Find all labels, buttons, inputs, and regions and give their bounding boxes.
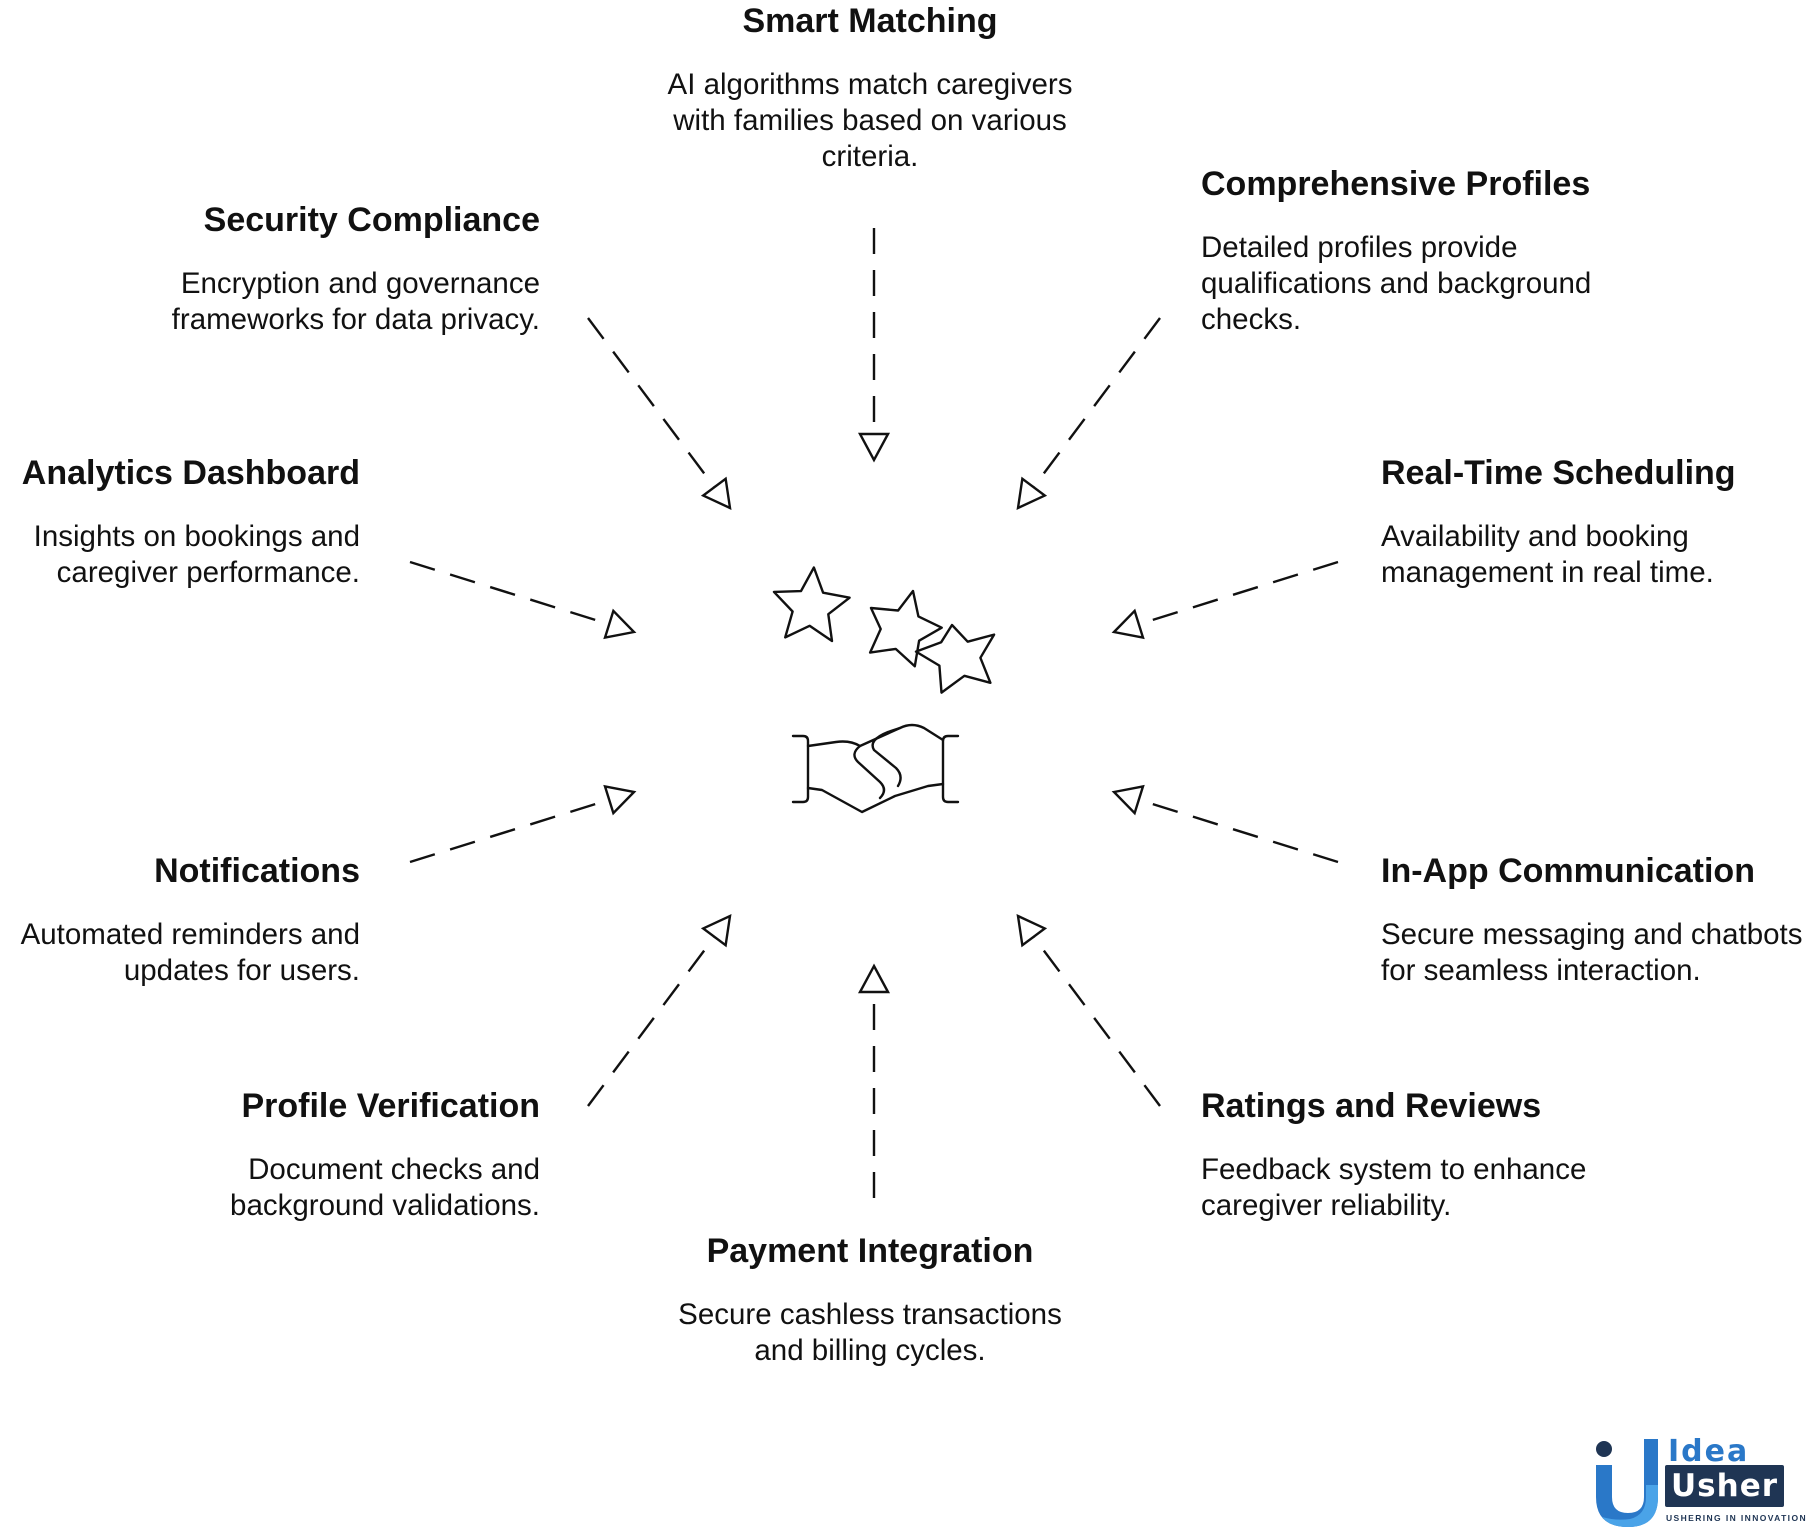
feature-title: In-App Communication <box>1381 852 1755 890</box>
arrow-shaft <box>409 798 610 864</box>
arrowhead <box>1111 608 1145 640</box>
arrowhead <box>857 432 891 463</box>
arrows-layer <box>409 228 1339 1198</box>
arrow-comprehensive-profiles <box>1016 317 1161 511</box>
arrowhead <box>603 608 637 640</box>
feature-title: Security Compliance <box>203 201 540 239</box>
feature-profile-verification: Profile Verification Document checks and… <box>110 1085 540 1224</box>
feature-ratings-and-reviews: Ratings and Reviews Feedback system to e… <box>1201 1085 1631 1224</box>
arrow-shaft <box>587 936 716 1107</box>
arrowhead <box>1111 784 1145 816</box>
feature-title: Payment Integration <box>706 1232 1034 1270</box>
star-icon <box>772 566 851 643</box>
feature-title: Profile Verification <box>241 1087 540 1125</box>
feature-title: Notifications <box>154 852 360 890</box>
center-icon <box>772 566 996 814</box>
arrow-shaft <box>1138 798 1339 864</box>
handshake-icon <box>791 723 960 814</box>
arrowhead <box>700 913 732 948</box>
logo-word-idea: Idea <box>1668 1434 1750 1469</box>
idea-usher-logo: Idea Usher USHERING IN INNOVATION <box>1588 1434 1808 1529</box>
feature-description: AI algorithms match caregivers with fami… <box>667 68 1073 173</box>
feature-description: Secure messaging and chatbots for seamle… <box>1381 918 1803 987</box>
feature-description: Feedback system to enhance caregiver rel… <box>1201 1153 1587 1222</box>
feature-real-time-scheduling: Real-Time Scheduling Availability and bo… <box>1381 452 1801 591</box>
logo-mark-icon <box>1596 1439 1658 1527</box>
arrow-shaft <box>587 317 716 488</box>
arrow-payment-integration <box>857 963 891 1198</box>
feature-in-app-communication: In-App Communication Secure messaging an… <box>1381 850 1811 989</box>
arrowhead <box>1016 913 1048 948</box>
feature-description: Availability and booking management in r… <box>1381 520 1714 589</box>
arrow-analytics-dashboard <box>409 560 637 640</box>
arrowhead <box>1016 476 1048 511</box>
feature-title: Comprehensive Profiles <box>1201 165 1591 203</box>
feature-title: Smart Matching <box>742 2 998 40</box>
feature-security-compliance: Security Compliance Encryption and gover… <box>110 199 540 338</box>
arrow-shaft <box>1032 317 1161 488</box>
arrow-notifications <box>409 784 637 864</box>
feature-description: Detailed profiles provide qualifications… <box>1201 231 1592 336</box>
arrow-profile-verification <box>587 913 732 1107</box>
feature-comprehensive-profiles: Comprehensive Profiles Detailed profiles… <box>1201 163 1631 338</box>
star-icon <box>868 589 943 668</box>
feature-payment-integration: Payment Integration Secure cashless tran… <box>655 1230 1085 1369</box>
feature-notifications: Notifications Automated reminders and up… <box>0 850 360 989</box>
logo-word-usher: Usher <box>1665 1465 1785 1507</box>
feature-smart-matching: Smart Matching AI algorithms match careg… <box>655 0 1085 175</box>
arrow-in-app-communication <box>1111 784 1339 864</box>
arrow-shaft <box>409 560 610 626</box>
feature-description: Encryption and governance frameworks for… <box>171 267 540 336</box>
feature-description: Secure cashless transactions and billing… <box>678 1298 1062 1367</box>
feature-title: Ratings and Reviews <box>1201 1087 1542 1125</box>
logo-tagline: USHERING IN INNOVATION <box>1666 1513 1807 1523</box>
feature-description: Insights on bookings and caregiver perfo… <box>33 520 360 589</box>
arrow-shaft <box>1032 936 1161 1107</box>
arrow-smart-matching <box>857 228 891 463</box>
arrow-security-compliance <box>587 317 732 511</box>
arrowhead <box>857 963 891 994</box>
feature-description: Automated reminders and updates for user… <box>20 918 360 987</box>
arrowhead <box>603 784 637 816</box>
arrow-shaft <box>1138 560 1339 626</box>
arrowhead <box>700 476 732 511</box>
feature-analytics-dashboard: Analytics Dashboard Insights on bookings… <box>0 452 360 591</box>
feature-description: Document checks and background validatio… <box>230 1153 540 1222</box>
feature-title: Analytics Dashboard <box>21 454 360 492</box>
arrow-real-time-scheduling <box>1111 560 1339 640</box>
feature-title: Real-Time Scheduling <box>1381 454 1736 492</box>
star-icon <box>914 623 996 694</box>
arrow-ratings-and-reviews <box>1016 913 1161 1107</box>
